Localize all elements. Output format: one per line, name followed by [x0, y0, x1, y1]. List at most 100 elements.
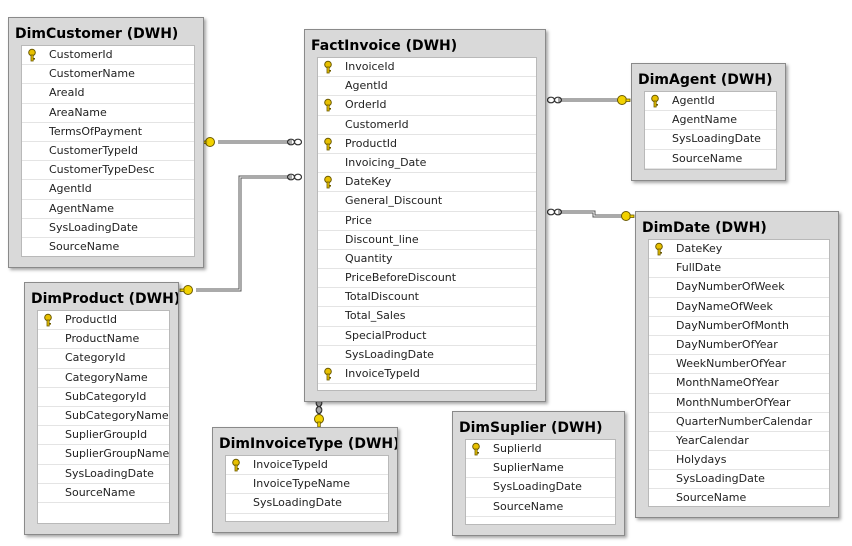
column-row[interactable]: AreaId: [22, 84, 194, 104]
column-row[interactable]: SourceName: [466, 498, 615, 517]
column-row[interactable]: CustomerId: [318, 116, 536, 135]
column-name: ProductName: [65, 332, 140, 346]
column-row[interactable]: DayNumberOfMonth: [649, 317, 829, 336]
column-row[interactable]: InvoiceTypeName: [226, 475, 388, 495]
column-row[interactable]: AgentId: [22, 180, 194, 200]
column-row[interactable]: DayNumberOfWeek: [649, 278, 829, 298]
column-row[interactable]: SourceName: [649, 489, 829, 506]
column-row[interactable]: General_Discount: [318, 192, 536, 212]
column-row[interactable]: SourceName: [38, 484, 169, 503]
column-row[interactable]: SourceName: [22, 238, 194, 256]
column-row[interactable]: CustomerId: [22, 46, 194, 66]
column-row[interactable]: ProductId: [318, 135, 536, 154]
column-name: SourceName: [65, 485, 136, 499]
column-row[interactable]: InvoiceTypeId: [226, 456, 388, 476]
column-row[interactable]: ProductId: [38, 311, 169, 331]
column-name: DayNumberOfWeek: [676, 280, 785, 294]
column-row[interactable]: DayNameOfWeek: [649, 298, 829, 317]
column-row[interactable]: InvoiceId: [318, 58, 536, 78]
column-row[interactable]: CustomerTypeId: [22, 142, 194, 162]
column-row[interactable]: Invoicing_Date: [318, 154, 536, 174]
column-row[interactable]: SysLoadingDate: [226, 494, 388, 514]
column-row[interactable]: MonthNumberOfYear: [649, 394, 829, 413]
column-row[interactable]: MonthNameOfYear: [649, 374, 829, 394]
column-row[interactable]: SuplierId: [466, 440, 615, 460]
column-row[interactable]: SysLoadingDate: [38, 465, 169, 484]
column-row[interactable]: YearCalendar: [649, 432, 829, 452]
column-row[interactable]: SysLoadingDate: [22, 219, 194, 238]
column-row[interactable]: SuplierGroupId: [38, 426, 169, 446]
relationship-date-fact[interactable]: [558, 210, 626, 218]
column-row[interactable]: DateKey: [649, 240, 829, 260]
column-row[interactable]: SourceName: [645, 150, 776, 169]
column-row[interactable]: SysLoadingDate: [649, 470, 829, 490]
infinity-icon: [286, 138, 303, 146]
column-name: DayNameOfWeek: [676, 299, 773, 313]
column-row[interactable]: SuplierName: [466, 459, 615, 479]
infinity-icon: [546, 96, 563, 104]
key-icon: [40, 312, 56, 328]
column-name: CustomerTypeDesc: [49, 163, 155, 177]
column-row[interactable]: WeekNumberOfYear: [649, 355, 829, 375]
column-row[interactable]: Quantity: [318, 250, 536, 270]
column-row[interactable]: SysLoadingDate: [645, 130, 776, 150]
key-icon: [647, 93, 663, 109]
column-row[interactable]: SysLoadingDate: [318, 346, 536, 365]
column-row[interactable]: DateKey: [318, 173, 536, 193]
column-name: SysLoadingDate: [493, 480, 582, 494]
column-row[interactable]: SuplierGroupName: [38, 445, 170, 465]
column-row[interactable]: SubCategoryName: [38, 407, 169, 427]
column-row[interactable]: CategoryId: [38, 349, 169, 369]
column-row[interactable]: Holydays: [649, 451, 829, 471]
column-name: TermsOfPayment: [49, 124, 143, 138]
column-row[interactable]: CategoryName: [38, 369, 169, 388]
column-row[interactable]: CustomerTypeDesc: [22, 161, 194, 181]
column-row[interactable]: AgentName: [22, 200, 194, 219]
column-row[interactable]: ProductName: [38, 330, 169, 350]
column-row[interactable]: TotalDiscount: [318, 288, 536, 308]
column-row[interactable]: OrderId: [318, 96, 536, 116]
key-icon: [651, 241, 667, 257]
column-row[interactable]: PriceBeforeDiscount: [318, 269, 536, 289]
column-row[interactable]: QuarterNumberCalendar: [649, 413, 829, 432]
column-row[interactable]: SysLoadingDate: [466, 478, 615, 498]
column-row[interactable]: Total_Sales: [318, 307, 536, 327]
column-name: ProductId: [345, 136, 397, 150]
column-name: AreaId: [49, 86, 85, 100]
column-name: SysLoadingDate: [676, 472, 765, 486]
column-name: DateKey: [676, 242, 723, 255]
column-row[interactable]: TermsOfPayment: [22, 123, 194, 142]
column-row[interactable]: Discount_line: [318, 231, 536, 250]
column-row[interactable]: FullDate: [649, 259, 829, 279]
column-row[interactable]: SubCategoryId: [38, 388, 169, 407]
table-title: DimCustomer (DWH): [15, 26, 179, 42]
column-name: InvoiceTypeId: [253, 458, 328, 471]
column-row[interactable]: DayNumberOfYear: [649, 336, 829, 356]
column-row[interactable]: CustomerName: [22, 65, 194, 85]
column-name: MonthNumberOfYear: [676, 395, 791, 409]
column-row[interactable]: SpecialProduct: [318, 327, 536, 346]
column-name: AgentId: [672, 94, 715, 107]
relationship-product-fact[interactable]: [196, 175, 292, 292]
table-title: DimProduct (DWH): [31, 291, 178, 307]
column-name: OrderId: [345, 98, 387, 112]
column-row[interactable]: InvoiceTypeId: [318, 365, 536, 385]
column-row[interactable]: Price: [318, 212, 536, 231]
column-name: General_Discount: [345, 194, 443, 208]
key-icon: [179, 285, 193, 295]
column-row[interactable]: AgentId: [645, 92, 776, 112]
column-row[interactable]: AgentName: [645, 111, 776, 131]
column-row[interactable]: AgentId: [318, 77, 536, 97]
column-name: SpecialProduct: [345, 328, 427, 342]
column-name: SuplierGroupName: [65, 447, 170, 461]
column-name: AgentName: [672, 113, 738, 127]
column-row[interactable]: AreaName: [22, 104, 194, 123]
